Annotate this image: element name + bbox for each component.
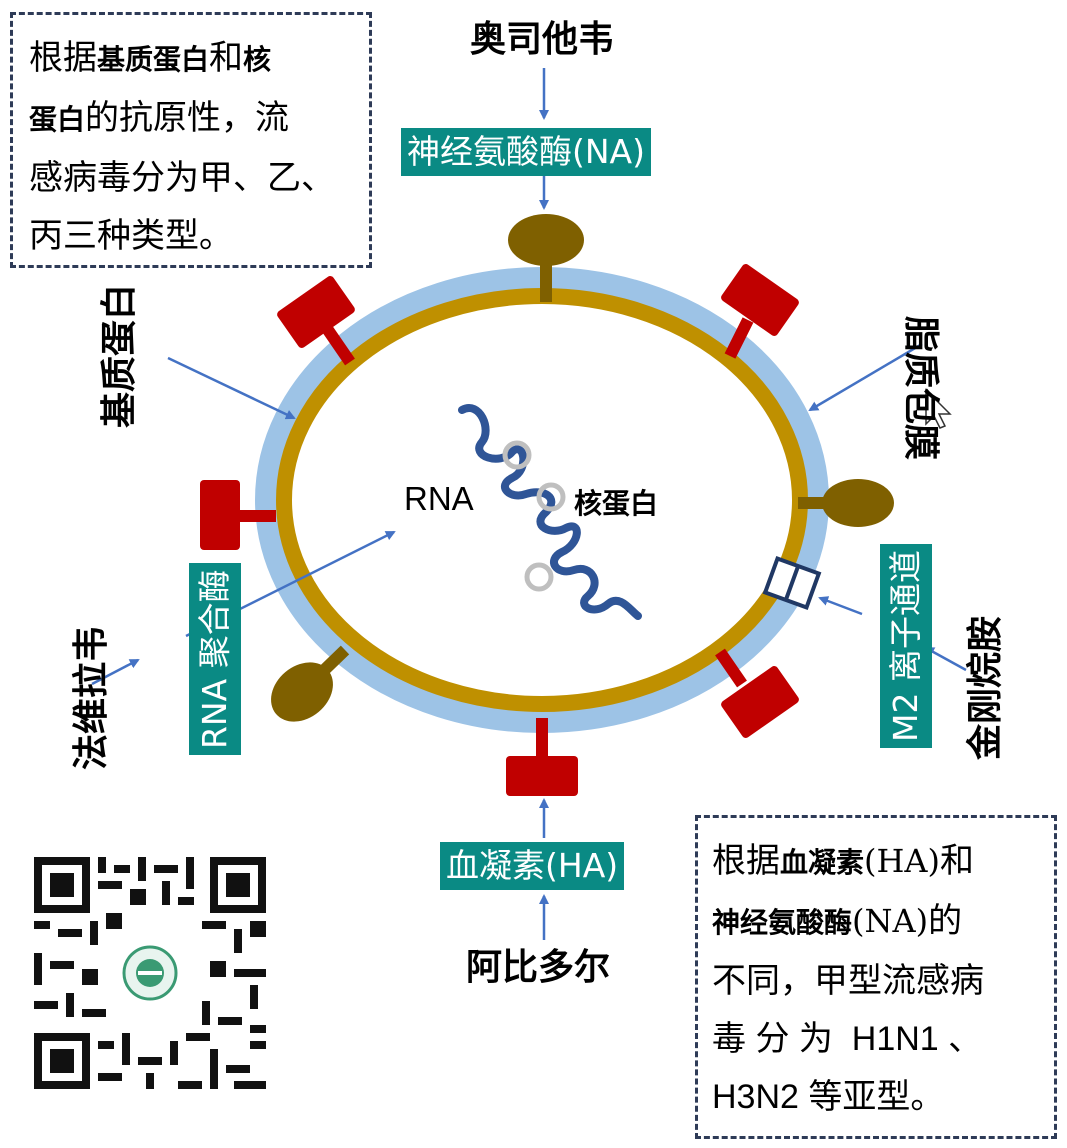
label-na: 神经氨酸酶(NA)	[401, 128, 652, 176]
note-bold-protein: 蛋白	[29, 103, 86, 136]
ha-spike-upper-left	[277, 276, 355, 366]
ha-spike-bottom	[506, 718, 578, 796]
label-m2-channel: M2 离子通道	[880, 544, 932, 748]
note-text-h1n1: 毒 分 为 H1N1 、	[712, 1020, 983, 1058]
label-oseltamivir: 奥司他韦	[470, 19, 615, 60]
note-text: 丙三种类型。	[29, 216, 233, 256]
note-text: 根据	[29, 38, 97, 78]
matrix-layer	[276, 288, 808, 712]
seal-logo-icon	[118, 941, 182, 1005]
arrow-matrix	[167, 356, 296, 420]
ha-spike-upper-right	[721, 264, 799, 359]
ha-spike-left	[200, 480, 276, 550]
note-bold-na: 神经氨酸酶	[712, 906, 853, 939]
note-bold-ha: 血凝素	[780, 846, 865, 879]
label-rna-polymerase: RNA 聚合酶	[189, 563, 241, 755]
na-spike-top	[508, 214, 584, 302]
note-bold-nucleo: 核	[243, 43, 272, 76]
note-text: 和	[940, 841, 974, 881]
label-matrix-protein: 基质蛋白	[99, 283, 140, 428]
rna-strand	[458, 404, 642, 620]
na-spike-right	[798, 479, 894, 527]
note-text: 感病毒分为甲、乙、	[29, 158, 335, 198]
label-rna: RNA	[404, 480, 474, 517]
ha-spike-lower-right	[715, 648, 799, 738]
nucleoprotein-circle	[524, 562, 554, 592]
note-text-h3n2: H3N2 等亚型。	[712, 1078, 945, 1116]
label-ha: 血凝素(HA)	[440, 842, 625, 890]
arrow-favipiravir	[91, 658, 140, 686]
cursor-arrow-icon	[925, 388, 952, 429]
nucleoprotein-circle	[536, 482, 566, 512]
note-text: 不同，甲型流感病	[712, 961, 984, 1001]
label-nucleoprotein: 核蛋白	[574, 487, 659, 520]
note-paren-ha: (HA)	[864, 842, 940, 880]
note-subtypes: 根据血凝素(HA)和 神经氨酸酶(NA)的 不同，甲型流感病 毒 分 为 H1N…	[695, 815, 1057, 1139]
label-lipid-envelope: 脂质包膜	[900, 316, 941, 461]
note-text: 和	[209, 38, 244, 78]
note-bold-matrix: 基质蛋白	[97, 43, 210, 76]
arrow-amantadine	[924, 646, 967, 672]
m2-ion-channel	[762, 555, 822, 611]
label-favipiravir: 法维拉韦	[71, 625, 112, 770]
label-amantadine: 金刚烷胺	[965, 615, 1006, 760]
note-text: 的	[928, 901, 963, 941]
arrow-lipid	[808, 342, 923, 412]
note-text: 根据	[712, 841, 780, 881]
label-arbidol: 阿比多尔	[466, 947, 611, 988]
note-antigen-types: 根据基质蛋白和核 蛋白的抗原性，流 感病毒分为甲、乙、 丙三种类型。	[10, 12, 372, 268]
note-paren-na: (NA)	[852, 902, 929, 940]
note-text: 的抗原性，流	[85, 98, 290, 138]
na-spike-lower-left	[271, 645, 350, 722]
nucleoprotein-circle	[502, 440, 532, 470]
qr-code-icon	[34, 857, 266, 1089]
arrow-m2	[818, 596, 863, 616]
